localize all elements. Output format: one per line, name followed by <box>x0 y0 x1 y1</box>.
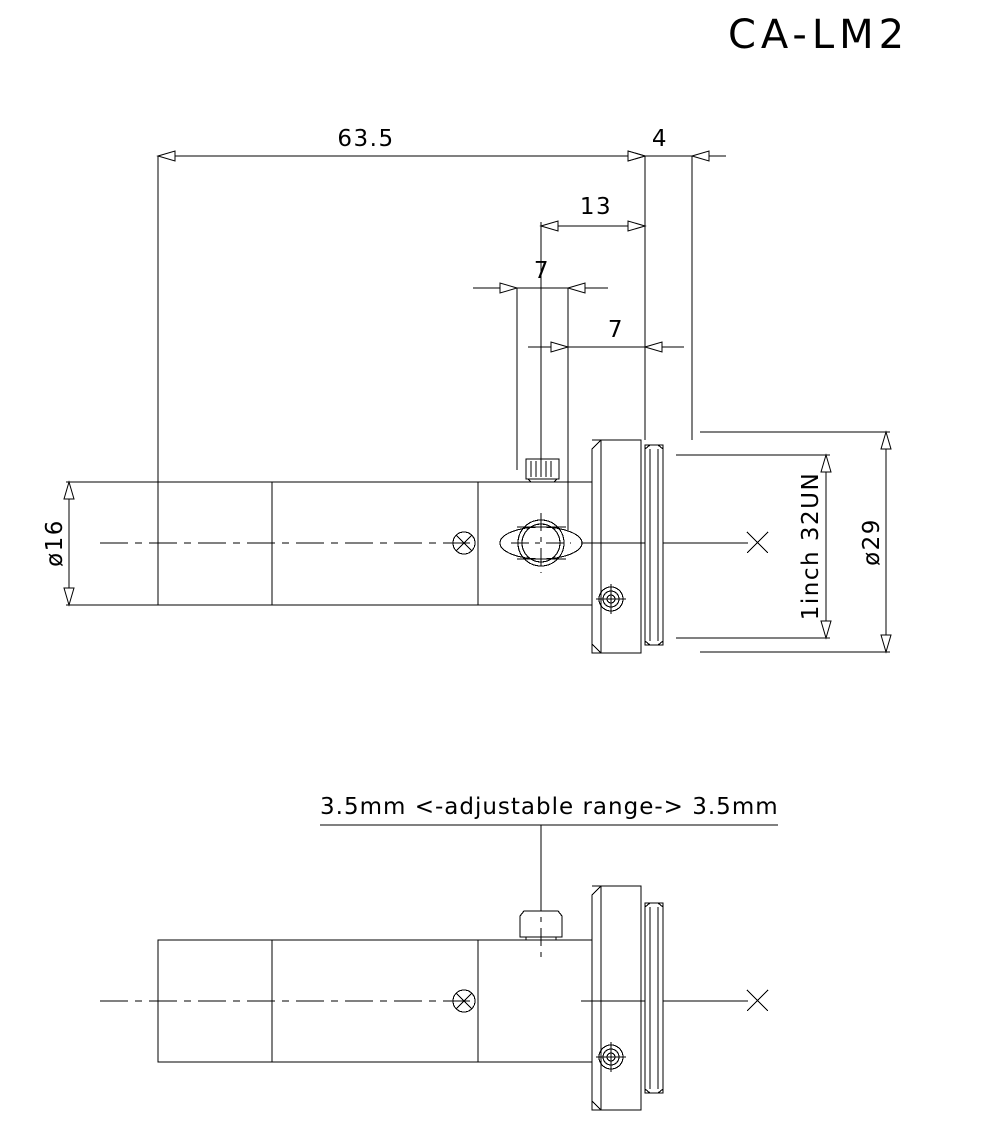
cross-marker-icon <box>746 531 769 554</box>
cross-marker-icon-bottom <box>746 989 769 1012</box>
dimension-flange-diameter: ø29 <box>700 431 892 653</box>
dimension-value-screw-offset-right: 7 <box>608 317 624 343</box>
flange-block <box>591 439 642 654</box>
dimension-boss-to-flange: 13 <box>540 194 646 232</box>
dimension-screw-offset-left: 7 <box>473 258 608 294</box>
bottom-view: 3.5mm <-adjustable range-> 3.5mm <box>100 794 779 1111</box>
dimension-value-screw-offset-left: 7 <box>534 258 550 284</box>
screw-head-icon <box>596 584 626 614</box>
dimension-flange-thickness: 4 <box>614 126 726 162</box>
mid-section <box>478 481 592 606</box>
dimension-value-barrel-diameter: ø16 <box>42 519 68 567</box>
center-boss <box>499 513 583 573</box>
page-title: CA-LM2 <box>728 12 909 58</box>
top-view: 63.5 4 13 <box>42 126 892 654</box>
dimension-value-thread-spec: 1inch 32UN <box>798 472 824 620</box>
mid-section-bottom <box>478 939 592 1063</box>
dimension-value-flange-thickness: 4 <box>652 126 668 152</box>
dimension-screw-offset-right: 7 <box>528 317 684 353</box>
dimension-value-flange-diameter: ø29 <box>859 518 885 566</box>
dimension-overall-length: 63.5 <box>157 126 646 162</box>
thread-ring-bottom <box>644 902 664 1094</box>
adjustment-screw-bottom <box>519 910 563 940</box>
screw-head-icon-bottom <box>596 1042 626 1072</box>
dimension-thread-spec: 1inch 32UN <box>676 454 832 639</box>
thread-ring <box>644 444 664 646</box>
knurled-screw-icon <box>525 458 560 483</box>
annotation-adjustable-range-text: 3.5mm <-adjustable range-> 3.5mm <box>320 794 779 820</box>
flange-block-bottom <box>591 885 642 1111</box>
dimension-value-boss-to-flange: 13 <box>580 194 612 220</box>
dimension-barrel-diameter: ø16 <box>42 481 160 606</box>
annotation-adjustable-range: 3.5mm <-adjustable range-> 3.5mm <box>320 794 779 958</box>
extension-lines <box>157 156 693 530</box>
dimension-value-overall-length: 63.5 <box>337 126 394 152</box>
